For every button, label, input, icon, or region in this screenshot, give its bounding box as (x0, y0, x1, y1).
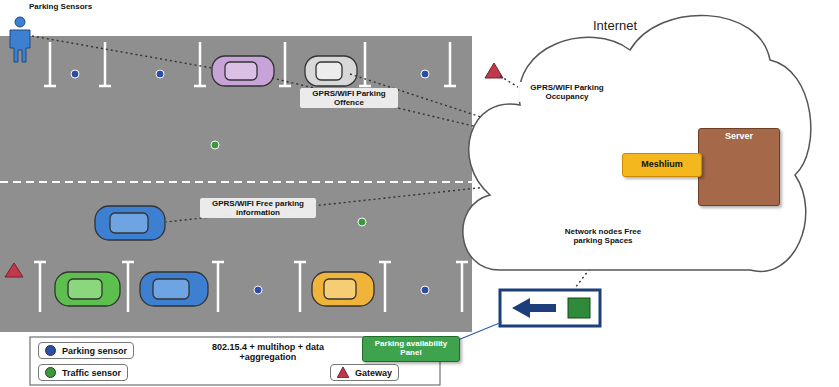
lane-divider (0, 181, 472, 183)
box-label: Server (725, 132, 753, 142)
link-label: GPRS/WIFI Parking Offence (300, 88, 398, 108)
link-label: Network nodes Free parking Spaces (550, 226, 656, 246)
legend-item: Traffic sensor (38, 364, 128, 381)
parking-sign (500, 290, 600, 326)
gateway-symbol (5, 263, 23, 277)
parking-sensors (71, 70, 429, 294)
protocol-note: 802.15.4 + multihop + data +aggregation (180, 341, 356, 364)
parking-lot (0, 36, 472, 332)
panel-box: Parking availability Panel (362, 336, 460, 362)
server-box: Server (698, 128, 780, 206)
legend-swatch (45, 367, 56, 378)
link-label: GPRS/WIFI Free parking information (200, 198, 316, 218)
box-label: Meshlium (641, 160, 683, 170)
parking-officer (10, 17, 30, 62)
internet-cloud: InternetServerMeshlium (450, 0, 820, 290)
legend-item: Parking sensor (38, 342, 134, 359)
actor-label: Parking Sensors (26, 1, 95, 12)
legend-symbol (337, 367, 349, 378)
box-label: Parking availability Panel (367, 340, 455, 358)
link-label: GPRS/WIFI Parking Occupancy (518, 82, 616, 102)
legend-text: Parking sensor (62, 346, 127, 356)
legend-text: Gateway (355, 368, 392, 378)
parking-stalls (34, 42, 468, 312)
legend-text: Traffic sensor (62, 368, 121, 378)
panel-link (458, 322, 502, 340)
cloud-title: Internet (560, 18, 670, 33)
legend-swatch (45, 345, 56, 356)
gateway-box: Meshlium (622, 153, 702, 177)
legend-item: Gateway (330, 364, 399, 381)
